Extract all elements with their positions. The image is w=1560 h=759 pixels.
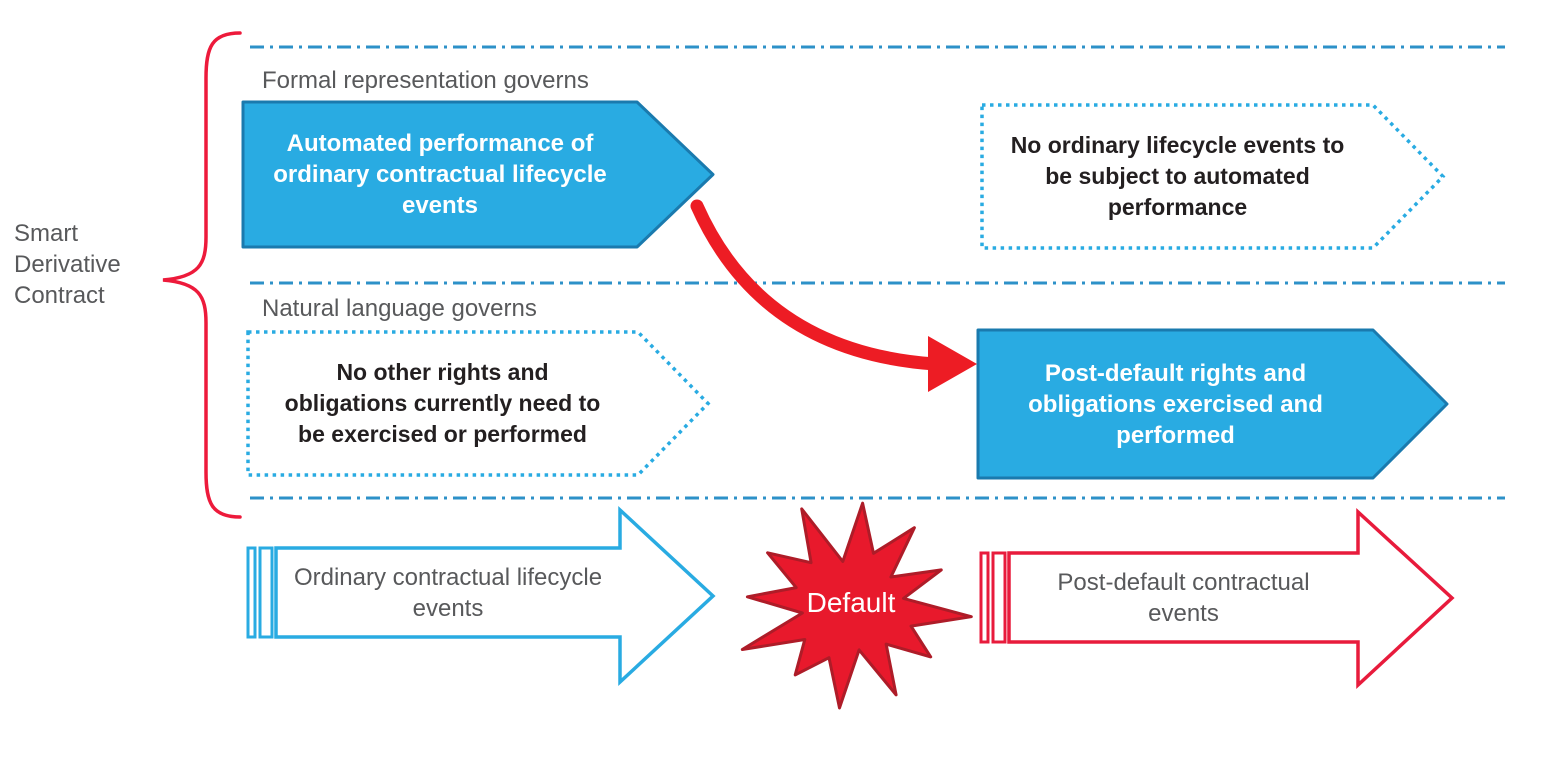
default-transition-arrow xyxy=(690,199,942,371)
default-starburst xyxy=(740,501,973,710)
pre-default-arrow-body xyxy=(274,505,716,687)
post-default-arrow-body xyxy=(1007,508,1455,690)
pre-default-arrow-stripe-1 xyxy=(246,546,257,639)
pre-default-arrow-stripe-2 xyxy=(258,546,274,639)
default-transition-arrowhead-icon xyxy=(928,336,977,392)
automated-performance-arrow-shape xyxy=(241,100,715,249)
post-default-arrow-stripe-2 xyxy=(991,551,1007,644)
curly-brace-icon xyxy=(162,31,242,519)
pre-default-timeline-arrow xyxy=(246,505,716,687)
post-default-arrow-stripe-1 xyxy=(979,551,990,644)
side-label-smart-derivative-contract: Smart Derivative Contract xyxy=(14,220,121,309)
lane-label-formal-representation: Formal representation governs xyxy=(262,67,589,94)
lane-label-natural-language: Natural language governs xyxy=(262,295,537,322)
post-default-timeline-arrow xyxy=(979,508,1455,690)
post-default-rights-arrow-shape xyxy=(976,328,1449,480)
no-other-rights-box-shape xyxy=(246,330,711,477)
no-ordinary-events-box-shape xyxy=(980,103,1446,250)
